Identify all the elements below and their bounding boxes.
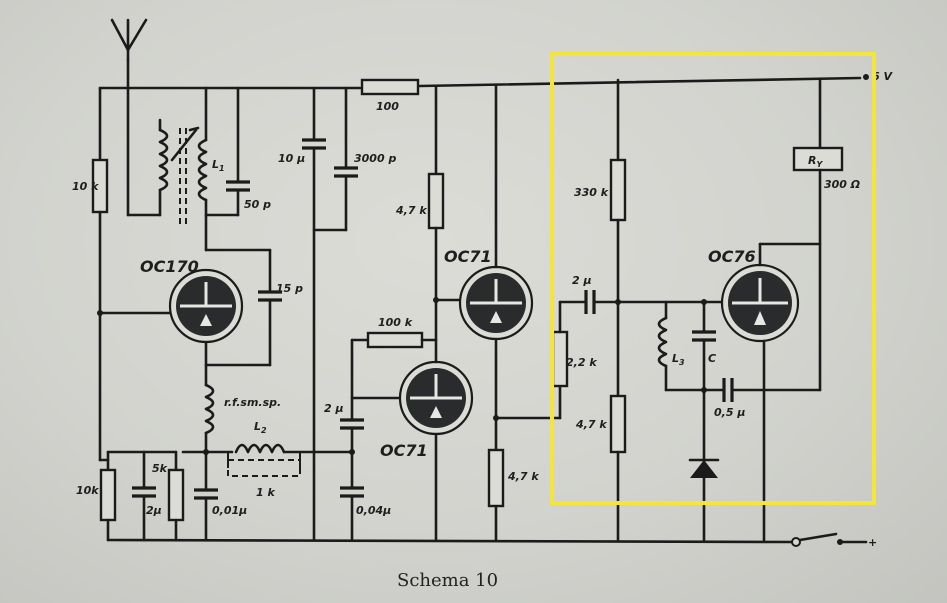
transistor-oc71-upper (458, 265, 534, 341)
supply-label: 6 V (872, 70, 893, 83)
label-2u-bottom: 2µ (146, 504, 162, 517)
label-oc170: OC170 (140, 257, 199, 276)
label-relay-value: 300 Ω (824, 178, 860, 191)
diode-symbol (688, 458, 720, 478)
label-004u: 0,04µ (356, 504, 391, 517)
label-001u: 0,01µ (212, 504, 247, 517)
resistor-4k7-mid (427, 172, 445, 230)
label-relay: RY (808, 154, 823, 169)
resistor-100 (360, 78, 420, 96)
label-05u: 0,5 µ (714, 406, 745, 419)
label-100: 100 (376, 100, 399, 113)
label-10k-bottom: 10k (76, 484, 99, 497)
highlight-frame (550, 52, 876, 505)
resistor-10k-bottom (99, 468, 117, 522)
transistor-oc170 (168, 268, 244, 344)
label-10u: 10 µ (278, 152, 305, 165)
ground-rail: + (106, 532, 877, 549)
label-2k2: 2,2 k (566, 356, 597, 369)
antenna-symbol (110, 18, 148, 62)
label-3000p: 3000 p (354, 152, 396, 165)
resistor-100k (366, 331, 424, 349)
label-l1: L1 (212, 158, 225, 173)
rf-choke (204, 383, 215, 435)
coil-l3 (657, 316, 668, 368)
coil-l1 (197, 138, 208, 202)
svg-text:+: + (868, 536, 877, 549)
label-l2: L2 (254, 420, 267, 435)
label-oc71-upper: OC71 (444, 247, 492, 266)
label-oc76: OC76 (708, 247, 756, 266)
caption: Schema 10 (397, 570, 498, 591)
transistor-oc76 (720, 263, 800, 343)
coil-l2 (234, 443, 286, 454)
label-4k7-box: 4,7 k (575, 418, 607, 431)
label-5k: 5k (152, 462, 168, 475)
label-330k: 330 k (574, 186, 609, 199)
resistor-2k2 (551, 330, 569, 388)
supply-rail (98, 74, 869, 90)
relay-coil (792, 146, 844, 172)
label-4k7-mid: 4,7 k (395, 204, 427, 217)
label-rfc: r.f.sm.sp. (224, 396, 281, 409)
antenna-coil (158, 128, 169, 192)
resistor-4k7-right (487, 448, 505, 508)
resistor-330k (609, 158, 627, 222)
label-oc71-lower: OC71 (380, 441, 428, 460)
transistor-oc71-lower (398, 360, 474, 436)
label-10k-top: 10 k (72, 180, 99, 193)
resistor-4k7-box (609, 394, 627, 454)
label-2u-left: 2 µ (324, 402, 344, 415)
label-50p: 50 p (244, 198, 271, 211)
label-l3: L3 (672, 352, 685, 367)
label-100k: 100 k (378, 316, 413, 329)
label-c: C (708, 352, 716, 365)
label-2u-box: 2 µ (572, 274, 592, 287)
label-1k: 1 k (256, 486, 275, 499)
label-4k7-right: 4,7 k (507, 470, 539, 483)
label-15p: 15 p (276, 282, 303, 295)
resistor-5k (167, 468, 185, 522)
